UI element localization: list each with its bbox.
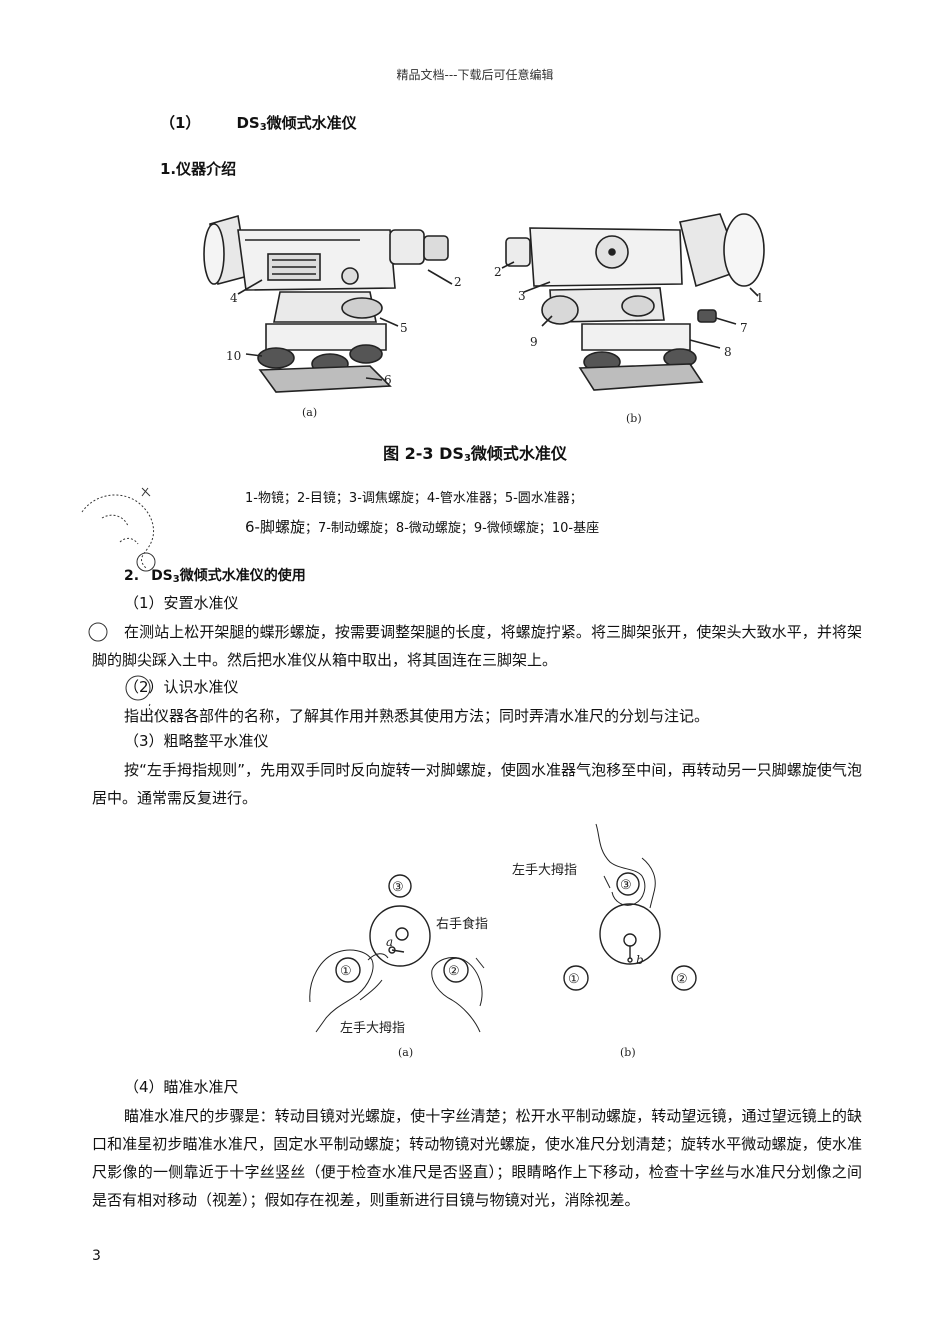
page-number: 3 [92, 1248, 101, 1264]
step-4-text-content: 瞄准水准尺的步骤是：转动目镜对光螺旋，使十字丝清楚；松开水平制动螺旋，转动望远镜… [92, 1107, 862, 1209]
caption-pre: 图 2-3 DS [383, 444, 464, 463]
leveling-diagram-a [309, 874, 485, 1033]
step-2-text-content: 指出仪器各部件的名称，了解其作用并熟悉其使用方法；同时弄清水准尺的分划与注记。 [124, 707, 710, 725]
section-title-post: 微倾式水准仪 [266, 114, 357, 132]
leveling-diagram: ③ ① ② a 右手食指 左手大拇指 ③ ① ② b 左手大拇指 (a) (b) [309, 823, 697, 1059]
circle-3-a: ③ [392, 880, 404, 895]
legend-line-2-lead: 6-脚螺旋 [245, 518, 305, 536]
section-title-sub: 3 [259, 122, 267, 133]
step-3-title: （3）粗略整平水准仪 [124, 732, 269, 750]
fig1-label-b-9: 9 [530, 335, 538, 349]
caption-sub: 3 [463, 453, 471, 464]
step-1-text-content: 在测站上松开架腿的蝶形螺旋，按需要调整架腿的长度，将螺旋拧紧。将三脚架张开，使架… [92, 623, 862, 669]
fig1-label-a-10: 10 [226, 349, 241, 363]
step-4-title: （4）瞄准水准尺 [124, 1078, 239, 1096]
step-3-text: 按“左手拇指规则”，先用双手同时反向旋转一对脚螺旋，使圆水准器气泡移至中间，再转… [92, 756, 862, 812]
label-right-index: 右手食指 [436, 916, 488, 932]
fig1-label-a-5: 5 [400, 321, 408, 335]
fig1-label-b-7: 7 [740, 321, 748, 335]
section-2-title-pre: DS [151, 568, 173, 584]
fig2-panel-a: (a) [398, 1046, 413, 1059]
step-1-title: （1）安置水准仪 [124, 594, 239, 612]
fig1-label-a-6: 6 [384, 373, 392, 387]
caption-post: 微倾式水准仪 [470, 444, 567, 463]
instrument-figure: 4 2 5 10 6 2 3 1 7 9 8 (a) (b) [203, 213, 765, 425]
circle-2-a: ② [448, 964, 460, 979]
legend-line-1: 1-物镜；2-目镜；3-调焦螺旋；4-管水准器；5-圆水准器； [245, 491, 583, 506]
circle-1-b: ① [568, 972, 580, 987]
label-left-thumb-b: 左手大拇指 [512, 863, 577, 878]
fig1-label-a-2: 2 [454, 275, 462, 289]
section-2-title: 2. DS3微倾式水准仪的使用 [124, 565, 306, 585]
legend-line-2: 6-脚螺旋；7-制动螺旋；8-微动螺旋；9-微倾螺旋；10-基座 [245, 516, 599, 537]
step-3-text-content: 按“左手拇指规则”，先用双手同时反向旋转一对脚螺旋，使圆水准器气泡移至中间，再转… [92, 761, 862, 807]
figure-caption: 图 2-3 DS3微倾式水准仪 [0, 440, 950, 464]
instrument-view-a [203, 214, 453, 393]
fig1-panel-a: (a) [302, 406, 317, 419]
section-title-pre: DS [236, 114, 260, 132]
step-2-title: （2）认识水准仪 [124, 678, 239, 696]
fig1-label-b-3: 3 [518, 289, 526, 303]
circle-3-b: ③ [620, 878, 632, 893]
hand-doodle-decoration [81, 487, 167, 714]
mark-b: b [636, 953, 644, 967]
step-4-text: 瞄准水准尺的步骤是：转动目镜对光螺旋，使十字丝清楚；松开水平制动螺旋，转动望远镜… [92, 1102, 862, 1214]
mark-a: a [386, 935, 393, 949]
leveling-diagram-b [563, 823, 697, 991]
fig1-label-a-4: 4 [230, 291, 238, 305]
fig2-panel-b: (b) [620, 1046, 636, 1059]
legend-line-2-rest: ；7-制动螺旋；8-微动螺旋；9-微倾螺旋；10-基座 [304, 521, 600, 536]
step-1-text: 在测站上松开架腿的蝶形螺旋，按需要调整架腿的长度，将螺旋拧紧。将三脚架张开，使架… [92, 618, 862, 674]
section-2-title-post: 微倾式水准仪的使用 [179, 568, 306, 584]
fig1-panel-b: (b) [626, 412, 642, 425]
instrument-view-b [501, 213, 765, 391]
section-2-title-sub: 3 [172, 574, 180, 585]
label-left-thumb-a: 左手大拇指 [340, 1021, 405, 1036]
fig1-label-b-8: 8 [724, 345, 732, 359]
section-2-number: 2. [124, 568, 140, 584]
step-2-text: 指出仪器各部件的名称，了解其作用并熟悉其使用方法；同时弄清水准尺的分划与注记。 [92, 702, 862, 730]
subsection-title: 1.仪器介绍 [160, 160, 237, 178]
fig1-label-b-1: 1 [756, 291, 764, 305]
circle-1-a: ① [340, 964, 352, 979]
fig1-label-b-2: 2 [494, 265, 502, 279]
circle-2-b: ② [676, 972, 688, 987]
section-number: （1） [160, 114, 201, 132]
section-title: （1） DS3微倾式水准仪 [160, 112, 357, 133]
page-header: 精品文档---下载后可任意编辑 [396, 68, 554, 82]
